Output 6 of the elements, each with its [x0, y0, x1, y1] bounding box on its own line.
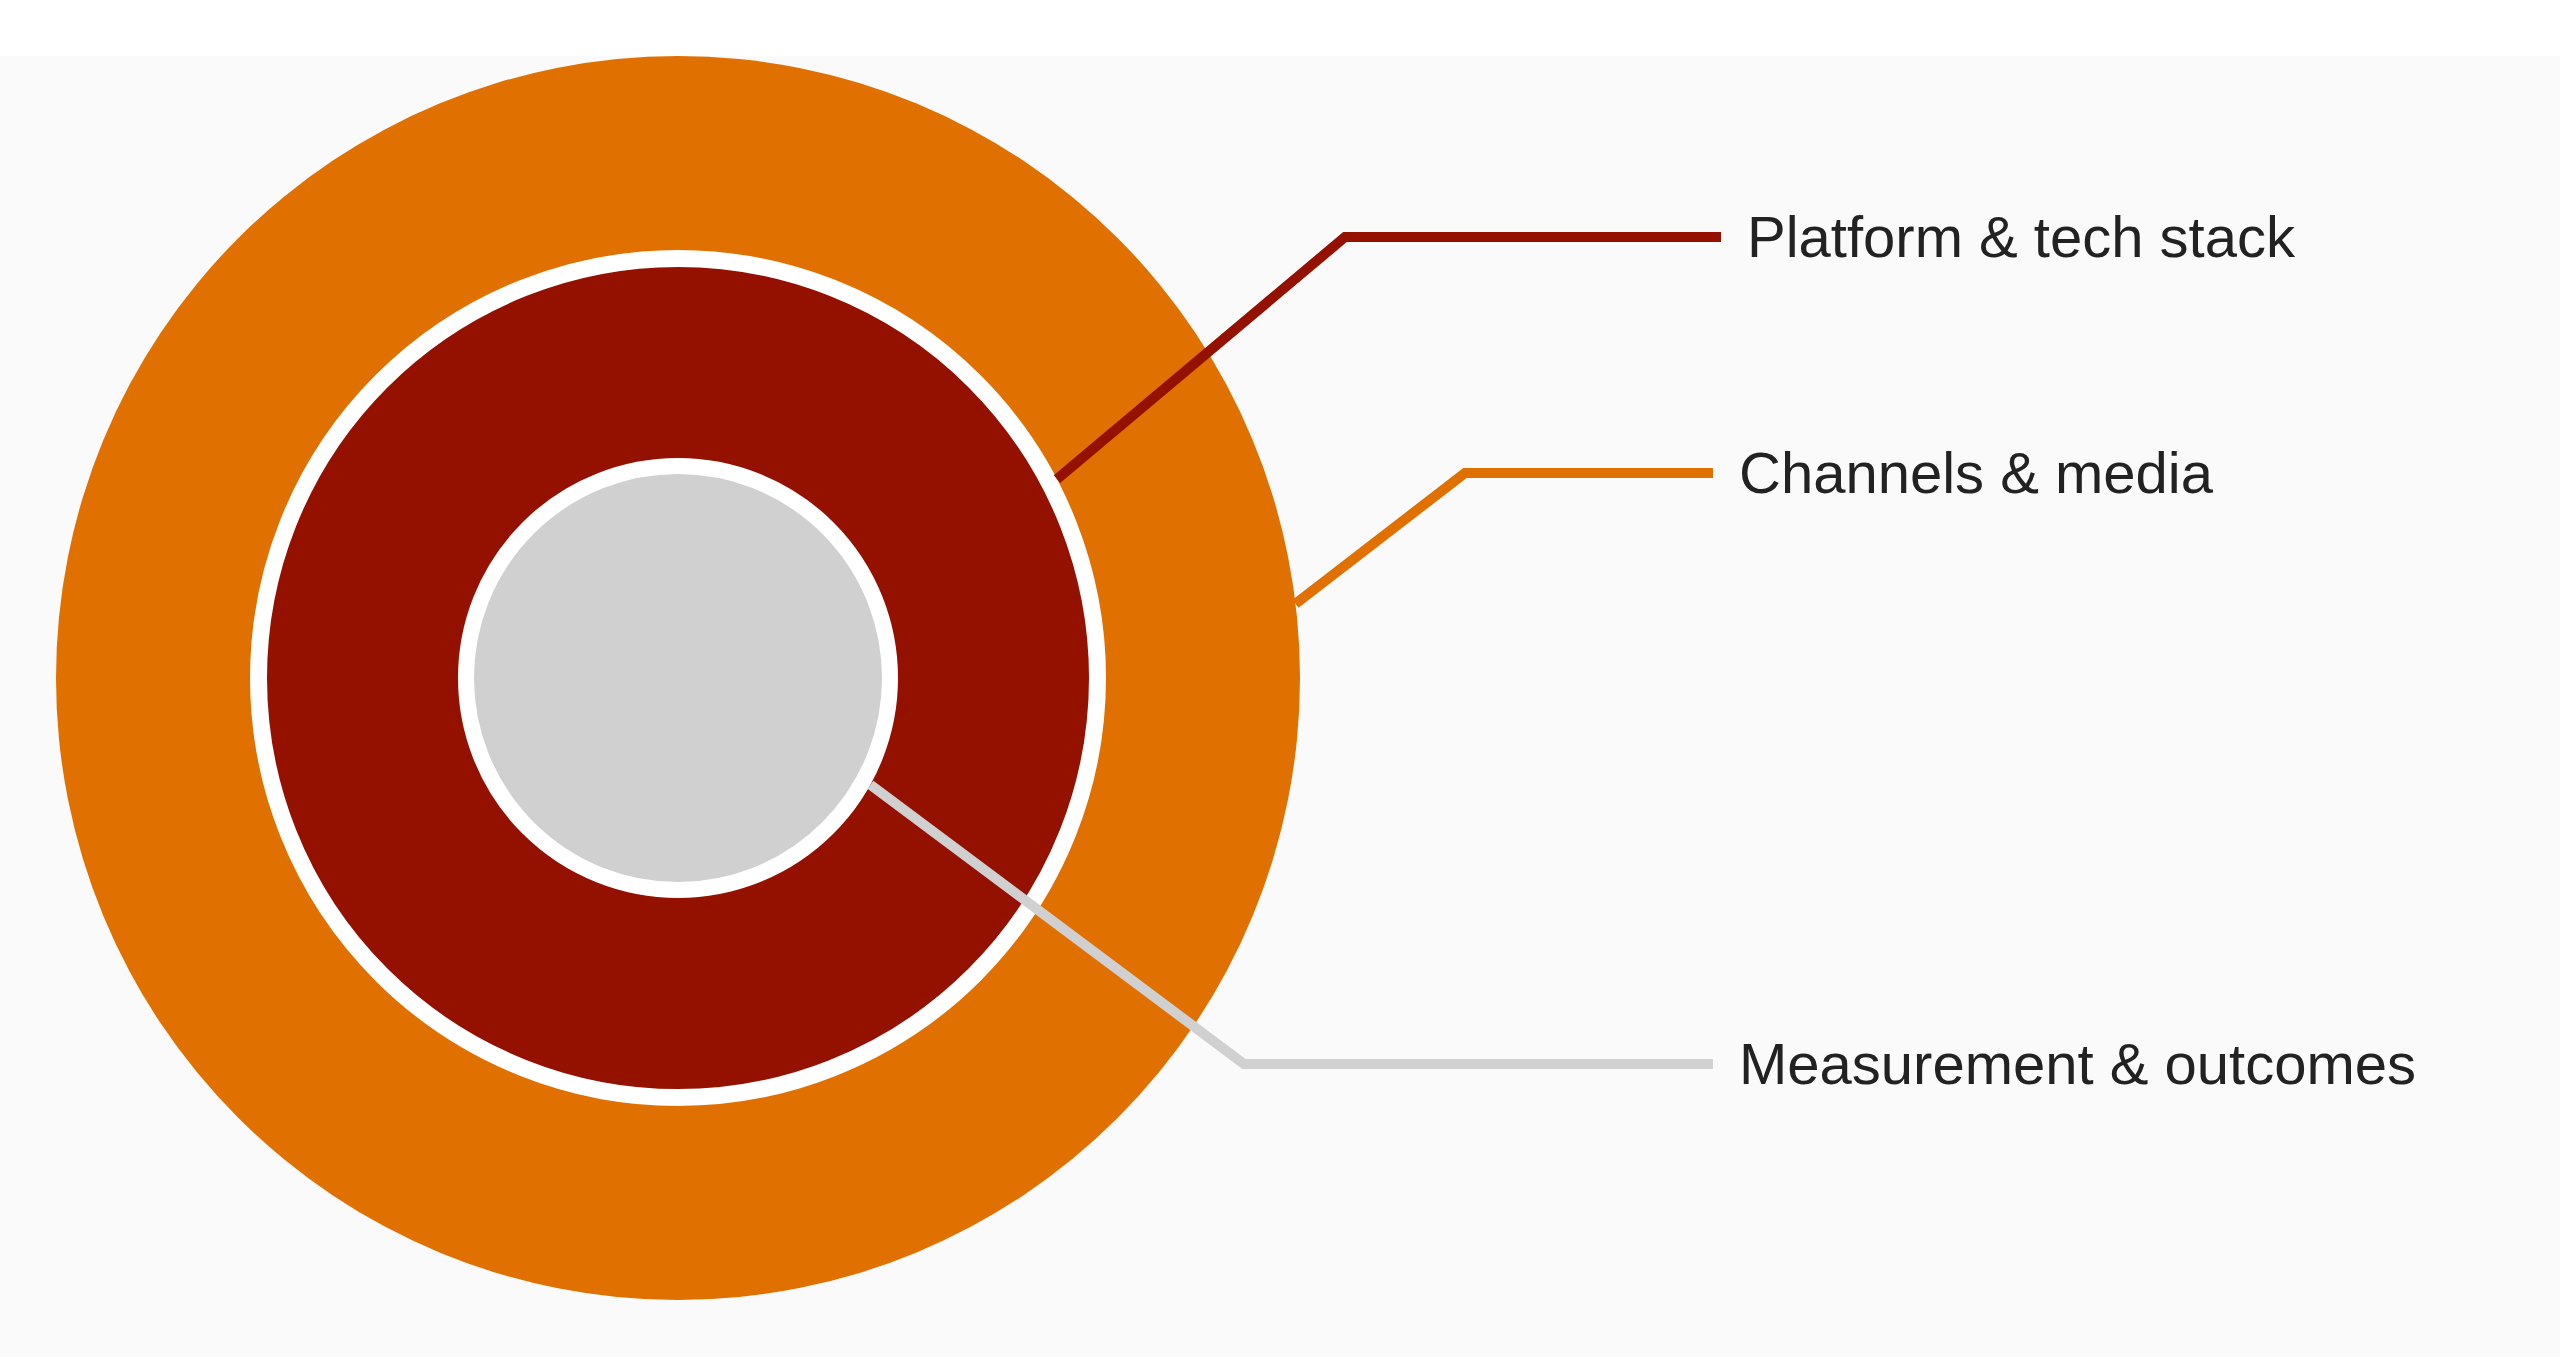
leader-line	[867, 780, 1713, 1069]
leader-line	[1292, 468, 1713, 608]
leader-line	[1053, 232, 1721, 483]
layer-label: Platform & tech stack	[1747, 205, 2295, 269]
layer-label: Channels & media	[1739, 441, 2213, 505]
layer-label: Measurement & outcomes	[1739, 1032, 2416, 1096]
